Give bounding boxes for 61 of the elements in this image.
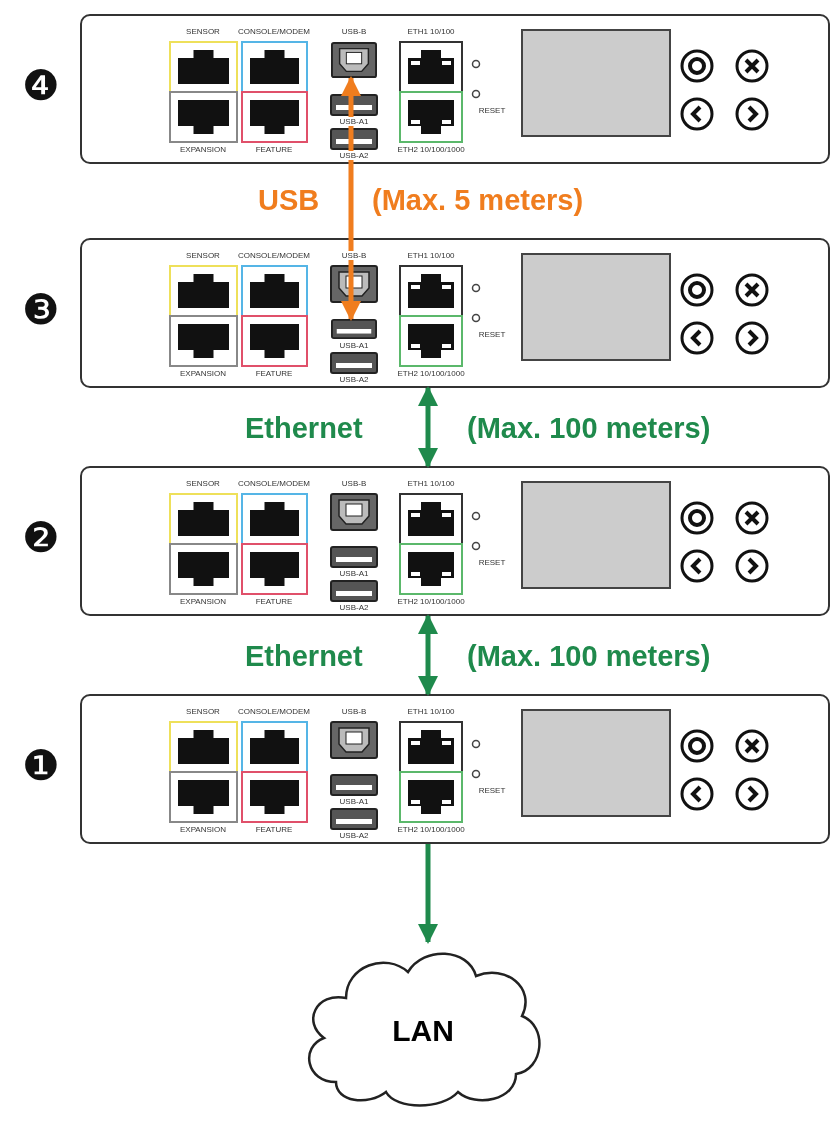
port-label: USB-A2 — [338, 603, 370, 612]
port-label: FEATURE — [254, 597, 294, 606]
port-label: RESET — [477, 106, 507, 115]
port-label: USB-A2 — [338, 151, 370, 160]
controller-panel — [80, 238, 830, 388]
port-label: USB-A1 — [338, 341, 370, 350]
usb-b-port — [331, 42, 377, 78]
port-label: FEATURE — [254, 825, 294, 834]
port-label: USB-B — [340, 707, 368, 716]
port-label: CONSOLE/MODEM — [237, 707, 311, 716]
port-label: EXPANSION — [178, 825, 228, 834]
port-label: CONSOLE/MODEM — [237, 251, 311, 260]
port-label: USB-B — [340, 251, 368, 260]
port-label: CONSOLE/MODEM — [237, 27, 311, 36]
unit-number: ❷ — [22, 517, 60, 559]
port-label: USB-A2 — [338, 831, 370, 840]
cable-arrow — [418, 386, 438, 468]
port-label: USB-A2 — [338, 375, 370, 384]
port-label: EXPANSION — [178, 145, 228, 154]
port-label: USB-A1 — [338, 569, 370, 578]
port-label: EXPANSION — [178, 369, 228, 378]
port-label: SENSOR — [185, 251, 221, 260]
port-label: FEATURE — [254, 145, 294, 154]
cable-label: (Max. 100 meters) — [467, 412, 711, 444]
port-label: ETH1 10/100 — [406, 707, 456, 716]
controller-panel — [80, 694, 830, 844]
port-label: USB-A1 — [338, 117, 370, 126]
port-label: EXPANSION — [178, 597, 228, 606]
port-label: ETH2 10/100/1000 — [396, 597, 466, 606]
cable-arrow — [418, 844, 438, 944]
port-label: RESET — [477, 330, 507, 339]
cable-label: Ethernet — [245, 640, 363, 672]
port-label: ETH2 10/100/1000 — [396, 369, 466, 378]
cable-arrow — [341, 76, 361, 321]
port-label: SENSOR — [185, 27, 221, 36]
cable-label: (Max. 5 meters) — [372, 184, 584, 216]
port-label: ETH1 10/100 — [406, 27, 456, 36]
port-label: RESET — [477, 786, 507, 795]
port-label: USB-B — [340, 479, 368, 488]
port-label: ETH2 10/100/1000 — [396, 145, 466, 154]
unit-number: ❹ — [22, 65, 60, 107]
controller-panel — [80, 14, 830, 164]
port-label: USB-B — [340, 27, 368, 36]
port-label: FEATURE — [254, 369, 294, 378]
cable-arrow — [418, 614, 438, 696]
controller-panel — [80, 466, 830, 616]
cable-label: (Max. 100 meters) — [467, 640, 711, 672]
unit-number: ❸ — [22, 289, 60, 331]
port-label: ETH1 10/100 — [406, 251, 456, 260]
usb-a-port — [331, 319, 377, 339]
cable-label: Ethernet — [245, 412, 363, 444]
port-label: SENSOR — [185, 479, 221, 488]
port-label: ETH2 10/100/1000 — [396, 825, 466, 834]
port-label: RESET — [477, 558, 507, 567]
cloud-label: LAN — [391, 1014, 455, 1048]
port-label: CONSOLE/MODEM — [237, 479, 311, 488]
port-label: ETH1 10/100 — [406, 479, 456, 488]
port-label: SENSOR — [185, 707, 221, 716]
cable-label: USB — [258, 184, 320, 216]
port-label: USB-A1 — [338, 797, 370, 806]
unit-number: ❶ — [22, 745, 60, 787]
